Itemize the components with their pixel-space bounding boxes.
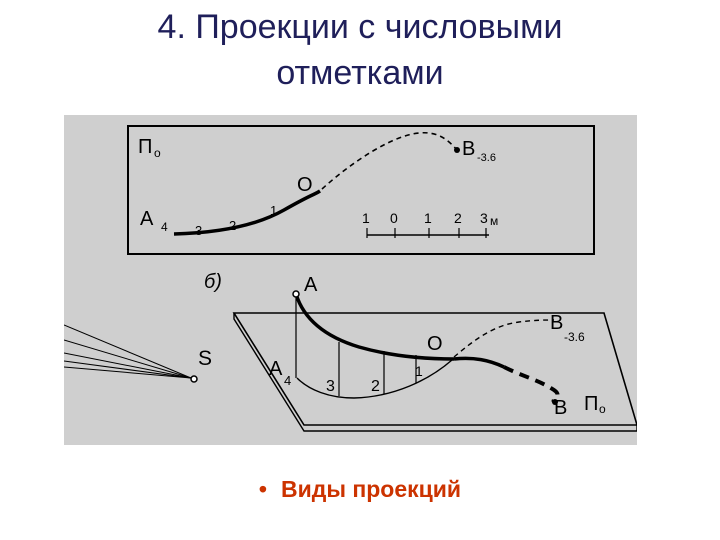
mark-2: 2 [371,378,380,395]
slide-title: 4. Проекции с числовыми отметками [60,4,660,96]
scale-label: 3 [480,210,488,226]
top-solid-curve [173,189,321,236]
bullet-text: Виды проекций [280,476,462,502]
plane-projection-curve [296,359,453,399]
curve-continuation [453,356,505,369]
top-mark-1: 1 [270,203,277,218]
projection-rays [64,324,192,379]
ray-line [64,352,192,379]
top-point-b: В [462,138,475,160]
point-b-upper-mark: -3.6 [564,330,585,344]
title-line-1: 4. Проекции с числовыми [157,8,563,46]
point-s-dot [190,375,198,383]
ray-line [64,360,192,379]
top-point-o: О [297,174,313,196]
top-point-a: А [140,208,154,230]
scale-label: 2 [454,210,462,226]
curve-dashed-lower [503,365,560,404]
title-line-2: отметками [276,54,444,92]
bottom-plane-sub: о [599,402,606,416]
scale-bar: 1 0 1 2 3 м [362,210,498,238]
scale-label: 1 [362,210,370,226]
bullet-item: • Виды проекций [0,476,720,503]
ray-line [64,339,192,379]
bottom-label-b: б) [204,271,222,293]
top-point-a-mark: 4 [161,220,168,234]
top-plane-sub: о [154,146,161,160]
top-point-b-dot [454,147,460,153]
bullet-dot: • [258,476,267,502]
scale-label: 1 [424,210,432,226]
top-plane-label: П [138,136,152,158]
mark-3: 3 [326,378,335,395]
spatial-curve [294,293,455,361]
top-panel: П о В -3.6 О А 4 3 2 1 1 0 [127,125,595,255]
top-mark-2: 2 [229,218,236,233]
point-b-upper: В [550,312,563,334]
point-a-dot [292,290,300,298]
bottom-panel: б) S А [64,271,637,432]
point-b-dot [552,399,558,405]
point-s: S [198,347,212,370]
bottom-plane-label: П [584,393,598,415]
figure-svg: П о В -3.6 О А 4 3 2 1 1 0 [64,115,637,445]
top-panel-frame [127,125,595,255]
top-point-b-mark: -3.6 [477,152,496,164]
ray-line [64,324,192,379]
point-a: А [304,274,318,296]
curve-dashed-upper [453,319,555,358]
mark-1: 1 [415,363,423,379]
top-mark-3: 3 [195,223,202,238]
scale-unit: м [490,214,498,228]
scale-label: 0 [390,210,398,226]
plane-edge [233,313,637,432]
point-o: О [427,333,443,355]
projection-figure: П о В -3.6 О А 4 3 2 1 1 0 [64,115,637,445]
top-dashed-curve [321,131,458,190]
point-b: В [554,397,567,419]
ray-line [64,366,192,379]
point-a4: А [269,358,283,380]
point-a4-sub: 4 [284,373,291,388]
